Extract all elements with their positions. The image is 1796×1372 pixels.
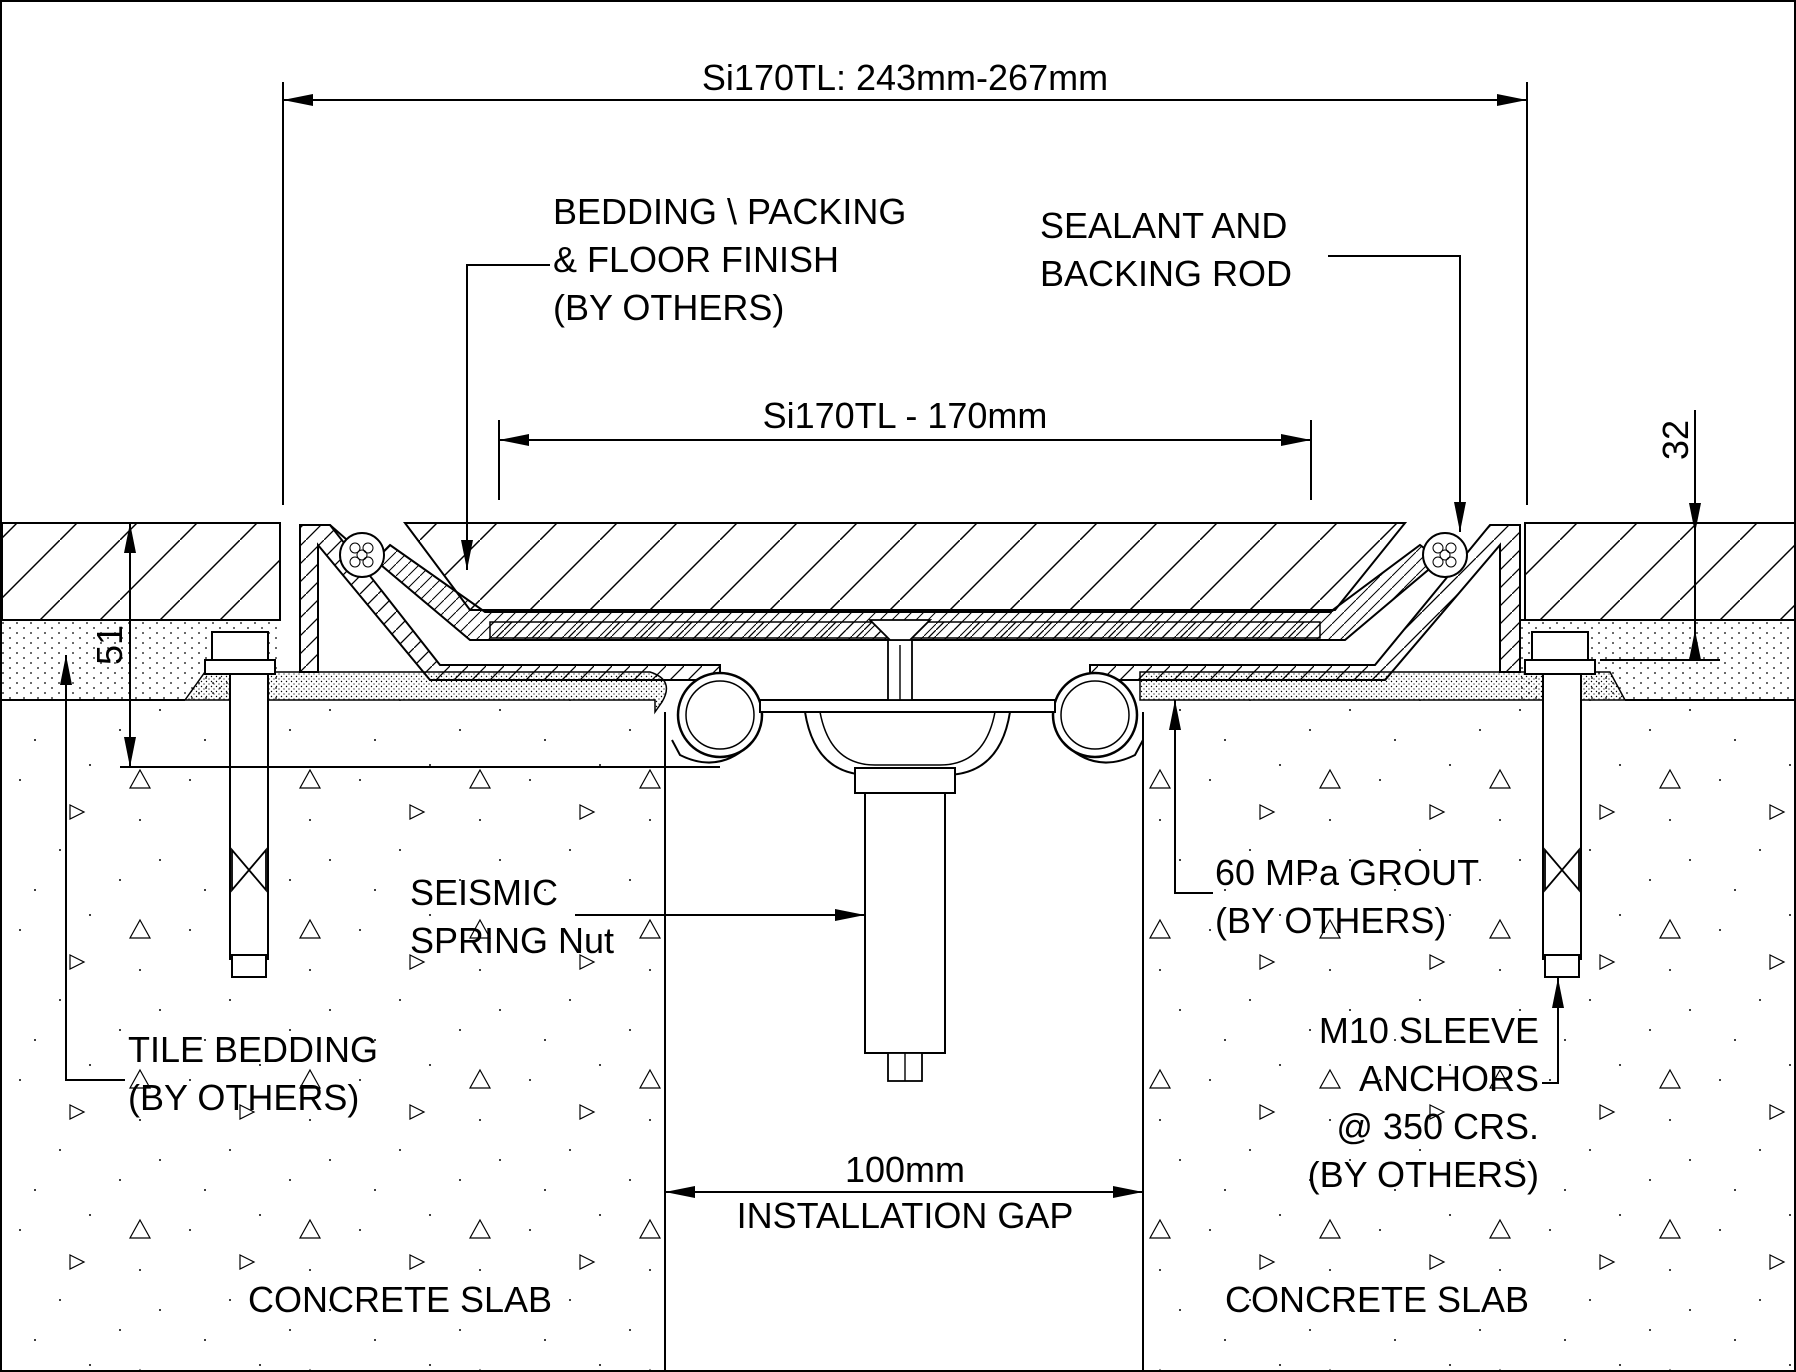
bedding-text-2: & FLOOR FINISH [553,239,839,280]
dimension-overall-text: Si170TL: 243mm-267mm [702,57,1108,98]
backing-rod-left [300,524,385,578]
floor-finish-left [1,522,281,621]
concrete-slab-left [2,700,666,1372]
hinge-knuckle-left [671,671,764,764]
cover-plate-infill [403,522,1408,611]
gap-value-text: 100mm [845,1149,965,1190]
seismic-text-2: SPRING Nut [410,920,614,961]
concrete-slab-left-text: CONCRETE SLAB [248,1279,552,1320]
label-bedding-packing: BEDDING \ PACKING & FLOOR FINISH (BY OTH… [461,191,906,570]
label-grout: 60 MPa GROUT (BY OTHERS) [1169,700,1479,941]
concrete-slab-right-text: CONCRETE SLAB [1225,1279,1529,1320]
grout-text-2: (BY OTHERS) [1215,900,1446,941]
floor-finish-right [1524,522,1796,621]
dimension-height-left: 51 [89,523,720,768]
dimension-cover-width: Si170TL - 170mm [498,395,1312,500]
tile-text-1: TILE BEDDING [128,1029,378,1070]
bedding-text-1: BEDDING \ PACKING [553,191,906,232]
seismic-text-1: SEISMIC [410,872,558,913]
dimension-installation-gap: 100mm INSTALLATION GAP [665,1149,1143,1236]
dimension-overall: Si170TL: 243mm-267mm [282,57,1528,505]
seismic-spring-nut [854,619,956,1082]
anchor-text-4: (BY OTHERS) [1308,1154,1539,1195]
label-tile-bedding: TILE BEDDING (BY OTHERS) [60,655,378,1118]
height-right-text: 32 [1655,420,1696,460]
base-frame-left [299,524,721,681]
base-frame-right [1089,524,1521,681]
anchor-text-2: ANCHORS [1359,1058,1539,1099]
backing-rod-right [1422,532,1468,578]
bedding-text-3: (BY OTHERS) [553,287,784,328]
height-left-text: 51 [89,625,130,665]
sealant-text-2: BACKING ROD [1040,253,1292,294]
gap-label-text: INSTALLATION GAP [737,1195,1074,1236]
hinge-knuckle-right [1051,671,1144,764]
anchor-text-3: @ 350 CRS. [1336,1106,1539,1147]
dimension-cover-width-text: Si170TL - 170mm [763,395,1048,436]
label-sealant-backing-rod: SEALANT AND BACKING ROD [1040,205,1466,532]
concrete-slab-right [1142,700,1796,1372]
tile-text-2: (BY OTHERS) [128,1077,359,1118]
sealant-text-1: SEALANT AND [1040,205,1287,246]
grout-text-1: 60 MPa GROUT [1215,852,1479,893]
label-sleeve-anchors: M10 SLEEVE ANCHORS @ 350 CRS. (BY OTHERS… [1308,978,1564,1195]
centre-bridge [759,699,1056,776]
dimension-height-right: 32 [1600,410,1720,661]
anchor-text-1: M10 SLEEVE [1319,1010,1539,1051]
sleeve-anchor-left [204,631,276,978]
sleeve-anchor-right [1524,631,1596,978]
label-seismic-spring-nut: SEISMIC SPRING Nut [410,872,865,961]
